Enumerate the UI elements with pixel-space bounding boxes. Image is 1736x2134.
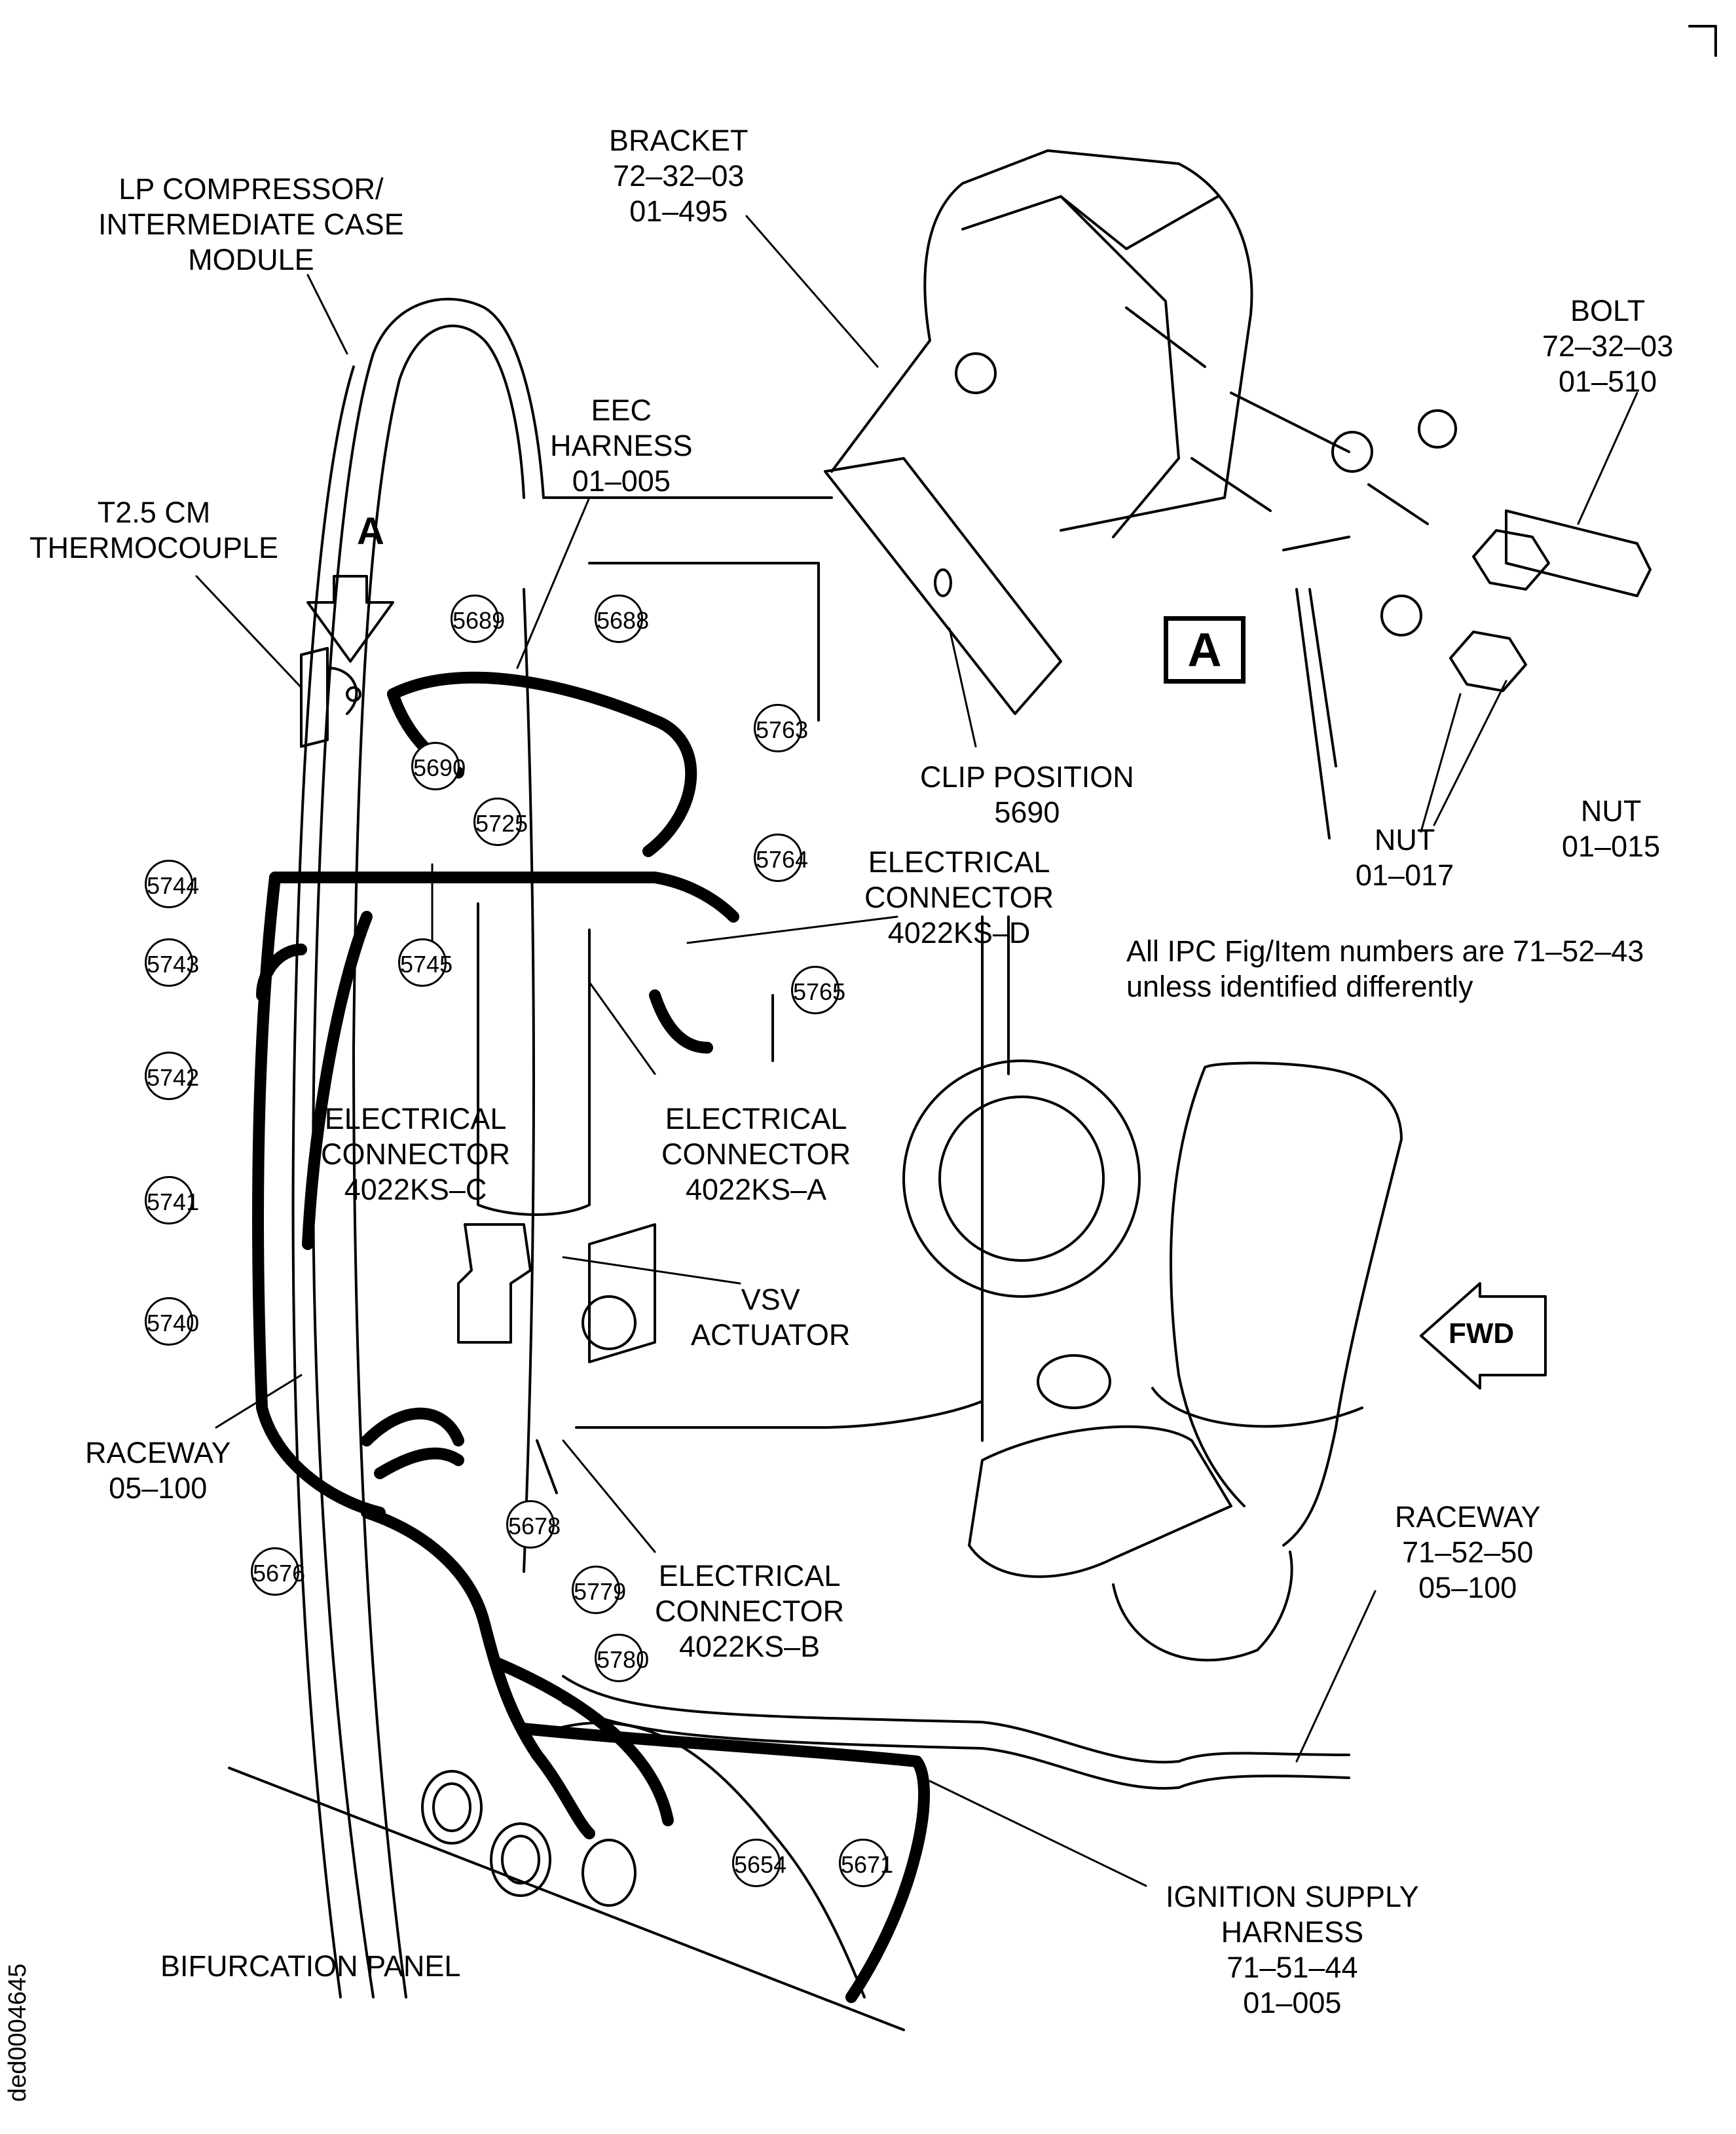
callout-5780: 5780 (595, 1634, 649, 1682)
callout-5725: 5725 (473, 798, 528, 846)
detail-a-assembly (824, 149, 1652, 839)
view-a-box: A (1164, 616, 1246, 684)
label-bracket: BRACKET 72–32–03 01–495 (609, 124, 748, 228)
callout-5763: 5763 (754, 704, 808, 752)
label-bolt: BOLT 72–32–03 01–510 (1542, 294, 1674, 398)
label-ignition-harness: IGNITION SUPPLY HARNESS 71–51–44 01–005 (1166, 1880, 1419, 2019)
callout-5741: 5741 (145, 1176, 199, 1224)
fwd-label: FWD (1449, 1317, 1515, 1350)
callout-5764: 5764 (754, 834, 808, 882)
vsv-actuator-body (457, 902, 984, 1494)
callout-5676: 5676 (251, 1547, 305, 1596)
view-a-arrow-shape (306, 575, 394, 663)
label-connector-d: ELECTRICAL CONNECTOR 4022KS–D (864, 845, 1054, 949)
right-duct (902, 915, 1403, 1662)
label-connector-a: ELECTRICAL CONNECTOR 4022KS–A (661, 1102, 851, 1206)
callout-5689: 5689 (451, 595, 505, 643)
view-a-arrow-label: A (357, 510, 384, 553)
document-id: ded0004645 (4, 1963, 31, 2102)
callout-5743: 5743 (145, 938, 199, 987)
callout-5740: 5740 (145, 1297, 199, 1346)
corner-mark (1688, 25, 1717, 57)
callout-5779: 5779 (572, 1566, 626, 1614)
label-eec-harness: EEC HARNESS 01–005 (550, 394, 693, 498)
label-raceway-left: RACEWAY 05–100 (85, 1436, 231, 1505)
label-t25-thermocouple: T2.5 CM THERMOCOUPLE (29, 496, 279, 564)
raceway-tube (562, 1675, 1350, 1790)
bifurcation-connectors (421, 1770, 637, 1907)
label-raceway-right: RACEWAY 71–52–50 05–100 (1395, 1500, 1541, 1604)
leader-lines (195, 215, 1638, 1887)
fwd-arrow-shape (1420, 1282, 1547, 1389)
thermocouple-body (300, 647, 361, 748)
callout-5678: 5678 (506, 1500, 561, 1549)
callout-5745: 5745 (398, 938, 452, 987)
label-vsv-actuator: VSV ACTUATOR (691, 1283, 851, 1352)
callout-5688: 5688 (595, 595, 649, 643)
label-connector-b: ELECTRICAL CONNECTOR 4022KS–B (655, 1559, 845, 1663)
label-clip-position: CLIP POSITION 5690 (920, 760, 1134, 829)
label-nut-017: NUT 01–017 (1356, 823, 1454, 892)
ipc-note: All IPC Fig/Item numbers are 71–52–43 un… (1126, 934, 1644, 1003)
callout-5654: 5654 (732, 1839, 786, 1887)
callout-5671: 5671 (839, 1839, 893, 1887)
callout-5765: 5765 (791, 966, 845, 1014)
label-nut-015: NUT 01–015 (1562, 794, 1661, 863)
callout-5744: 5744 (145, 860, 199, 908)
callout-5742: 5742 (145, 1052, 199, 1100)
label-lp-compressor: LP COMPRESSOR/ INTERMEDIATE CASE MODULE (98, 172, 404, 276)
label-connector-c: ELECTRICAL CONNECTOR 4022KS–C (321, 1102, 511, 1206)
label-bifurcation-panel: BIFURCATION PANEL (160, 1949, 461, 1983)
lp-compressor-case (291, 297, 833, 1998)
callout-5690: 5690 (411, 742, 466, 790)
